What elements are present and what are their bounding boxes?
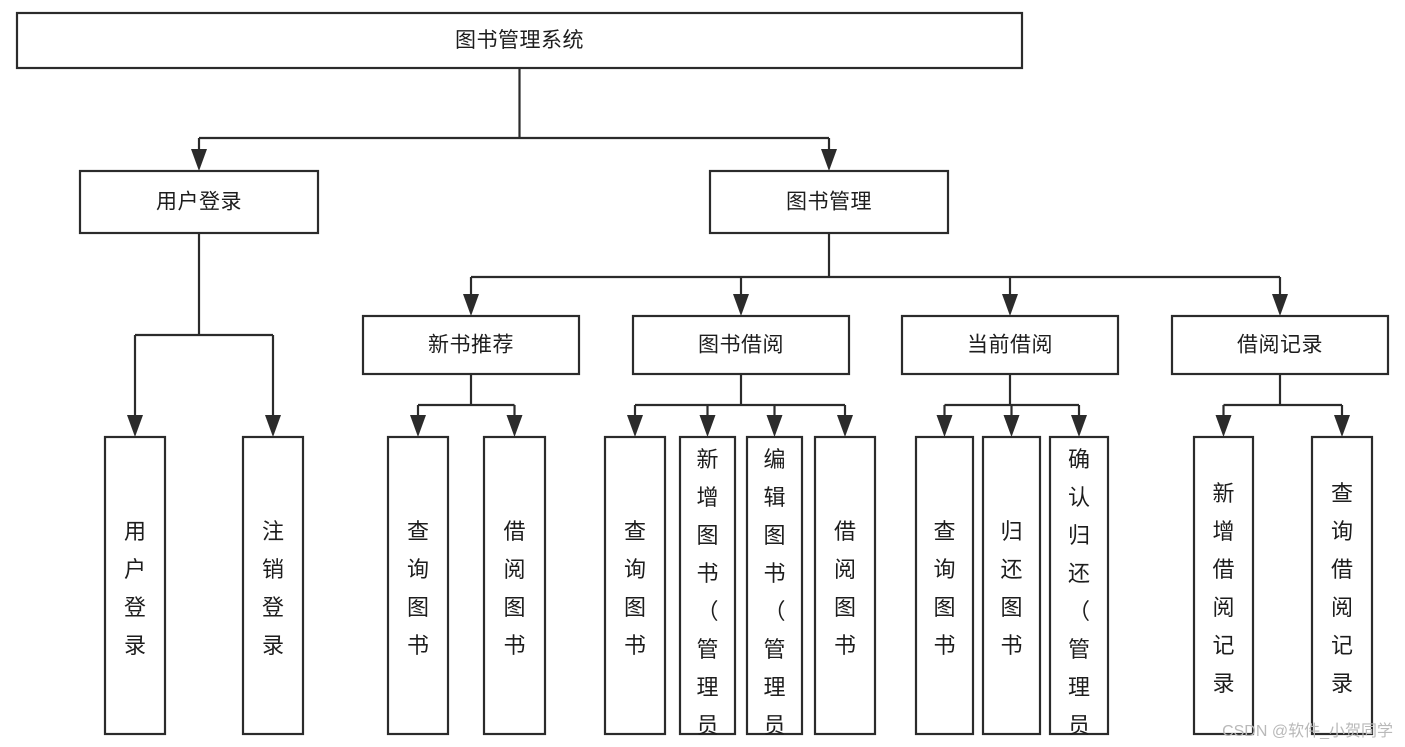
arrow-head-icon bbox=[463, 294, 479, 316]
node-leaf-return-book[interactable]: 归还图书 bbox=[981, 435, 1042, 736]
node-book-manage[interactable]: 图书管理 bbox=[708, 169, 950, 235]
arrow-head-icon bbox=[506, 415, 523, 437]
node-label-leaf-query-book-2: 查询图书 bbox=[624, 519, 646, 658]
arrow-head-icon bbox=[1334, 415, 1350, 437]
node-box-leaf-query-book-2[interactable] bbox=[603, 435, 667, 736]
arrow-head-icon bbox=[699, 415, 716, 437]
node-box-leaf-borrow-book-2[interactable] bbox=[813, 435, 877, 736]
node-leaf-query-record[interactable]: 查询借阅记录 bbox=[1310, 435, 1374, 736]
node-label-book-manage: 图书管理 bbox=[786, 191, 872, 214]
node-box-leaf-add-book[interactable] bbox=[678, 435, 737, 736]
node-box-leaf-query-record[interactable] bbox=[1310, 435, 1374, 736]
node-label-leaf-logout: 注销登录 bbox=[262, 519, 284, 658]
node-label-leaf-return-book: 归还图书 bbox=[1000, 519, 1022, 658]
node-leaf-query-book-1[interactable]: 查询图书 bbox=[386, 435, 450, 736]
node-label-borrow-record: 借阅记录 bbox=[1237, 334, 1323, 357]
node-box-leaf-add-record[interactable] bbox=[1192, 435, 1255, 736]
node-box-book-manage[interactable] bbox=[708, 169, 950, 235]
arrow-head-icon bbox=[1071, 415, 1087, 437]
node-label-leaf-user-login: 用户登录 bbox=[124, 519, 146, 658]
arrow-head-icon bbox=[410, 415, 426, 437]
arrow-head-icon bbox=[627, 415, 643, 437]
node-new-book-recommend[interactable]: 新书推荐 bbox=[361, 314, 581, 376]
node-box-leaf-logout[interactable] bbox=[241, 435, 305, 736]
node-label-leaf-query-record: 查询借阅记录 bbox=[1331, 481, 1353, 696]
node-leaf-edit-book[interactable]: 编辑图书（管理员） bbox=[745, 435, 804, 747]
arrow-head-icon bbox=[1272, 294, 1288, 316]
arrow-head-icon bbox=[1002, 294, 1018, 316]
node-box-borrow-record[interactable] bbox=[1170, 314, 1390, 376]
connector-group-new-book-recommend bbox=[410, 374, 523, 437]
node-label-current-borrow: 当前借阅 bbox=[967, 334, 1053, 357]
node-leaf-borrow-book-1[interactable]: 借阅图书 bbox=[482, 435, 547, 736]
node-leaf-confirm-return[interactable]: 确认归还（管理员） bbox=[1048, 435, 1110, 747]
node-label-leaf-add-record: 新增借阅记录 bbox=[1212, 481, 1234, 696]
node-box-leaf-return-book[interactable] bbox=[981, 435, 1042, 736]
arrow-head-icon bbox=[837, 415, 853, 437]
arrow-head-icon bbox=[265, 415, 281, 437]
arrow-head-icon bbox=[127, 415, 143, 437]
node-label-new-book-recommend: 新书推荐 bbox=[428, 334, 514, 357]
node-label-book-borrow: 图书借阅 bbox=[698, 334, 784, 357]
node-leaf-logout[interactable]: 注销登录 bbox=[241, 435, 305, 736]
node-label-root: 图书管理系统 bbox=[455, 29, 584, 52]
arrow-head-icon bbox=[1003, 415, 1020, 437]
node-label-leaf-borrow-book-1: 借阅图书 bbox=[503, 519, 525, 658]
node-box-leaf-edit-book[interactable] bbox=[745, 435, 804, 736]
node-current-borrow[interactable]: 当前借阅 bbox=[900, 314, 1120, 376]
arrow-head-icon bbox=[821, 149, 837, 171]
node-box-new-book-recommend[interactable] bbox=[361, 314, 581, 376]
node-book-borrow[interactable]: 图书借阅 bbox=[631, 314, 851, 376]
node-box-user-login[interactable] bbox=[78, 169, 320, 235]
node-borrow-record[interactable]: 借阅记录 bbox=[1170, 314, 1390, 376]
connector-group-book-manage bbox=[463, 233, 1288, 316]
node-label-leaf-add-book: 新增图书（管理员） bbox=[696, 447, 718, 747]
node-label-leaf-query-book-1: 查询图书 bbox=[407, 519, 429, 658]
node-layer: 图书管理系统用户登录图书管理新书推荐图书借阅当前借阅借阅记录用户登录注销登录查询… bbox=[15, 11, 1390, 747]
node-label-leaf-query-book-3: 查询图书 bbox=[933, 519, 955, 658]
arrow-head-icon bbox=[733, 294, 749, 316]
arrow-head-icon bbox=[191, 149, 207, 171]
node-box-leaf-confirm-return[interactable] bbox=[1048, 435, 1110, 736]
node-leaf-add-book[interactable]: 新增图书（管理员） bbox=[678, 435, 737, 747]
node-label-user-login: 用户登录 bbox=[156, 191, 242, 214]
node-label-leaf-borrow-book-2: 借阅图书 bbox=[834, 519, 856, 658]
node-box-leaf-borrow-book-1[interactable] bbox=[482, 435, 547, 736]
connector-layer bbox=[127, 68, 1350, 437]
node-leaf-add-record[interactable]: 新增借阅记录 bbox=[1192, 435, 1255, 736]
node-leaf-query-book-2[interactable]: 查询图书 bbox=[603, 435, 667, 736]
arrow-head-icon bbox=[1215, 415, 1232, 437]
node-box-book-borrow[interactable] bbox=[631, 314, 851, 376]
arrow-head-icon bbox=[766, 415, 783, 437]
node-box-leaf-user-login[interactable] bbox=[103, 435, 167, 736]
node-box-root[interactable] bbox=[15, 11, 1024, 70]
connector-group-book-borrow bbox=[627, 374, 853, 437]
node-box-leaf-query-book-3[interactable] bbox=[914, 435, 975, 736]
node-user-login[interactable]: 用户登录 bbox=[78, 169, 320, 235]
node-leaf-query-book-3[interactable]: 查询图书 bbox=[914, 435, 975, 736]
node-root[interactable]: 图书管理系统 bbox=[15, 11, 1024, 70]
connector-group-user-login bbox=[127, 233, 281, 437]
node-label-leaf-confirm-return: 确认归还（管理员） bbox=[1068, 447, 1090, 747]
node-leaf-user-login[interactable]: 用户登录 bbox=[103, 435, 167, 736]
connector-group-root bbox=[191, 68, 837, 171]
arrow-head-icon bbox=[936, 415, 953, 437]
node-label-leaf-edit-book: 编辑图书（管理员） bbox=[763, 447, 785, 747]
node-box-current-borrow[interactable] bbox=[900, 314, 1120, 376]
connector-group-current-borrow bbox=[936, 374, 1087, 437]
node-leaf-borrow-book-2[interactable]: 借阅图书 bbox=[813, 435, 877, 736]
connector-group-borrow-record bbox=[1215, 374, 1350, 437]
node-box-leaf-query-book-1[interactable] bbox=[386, 435, 450, 736]
